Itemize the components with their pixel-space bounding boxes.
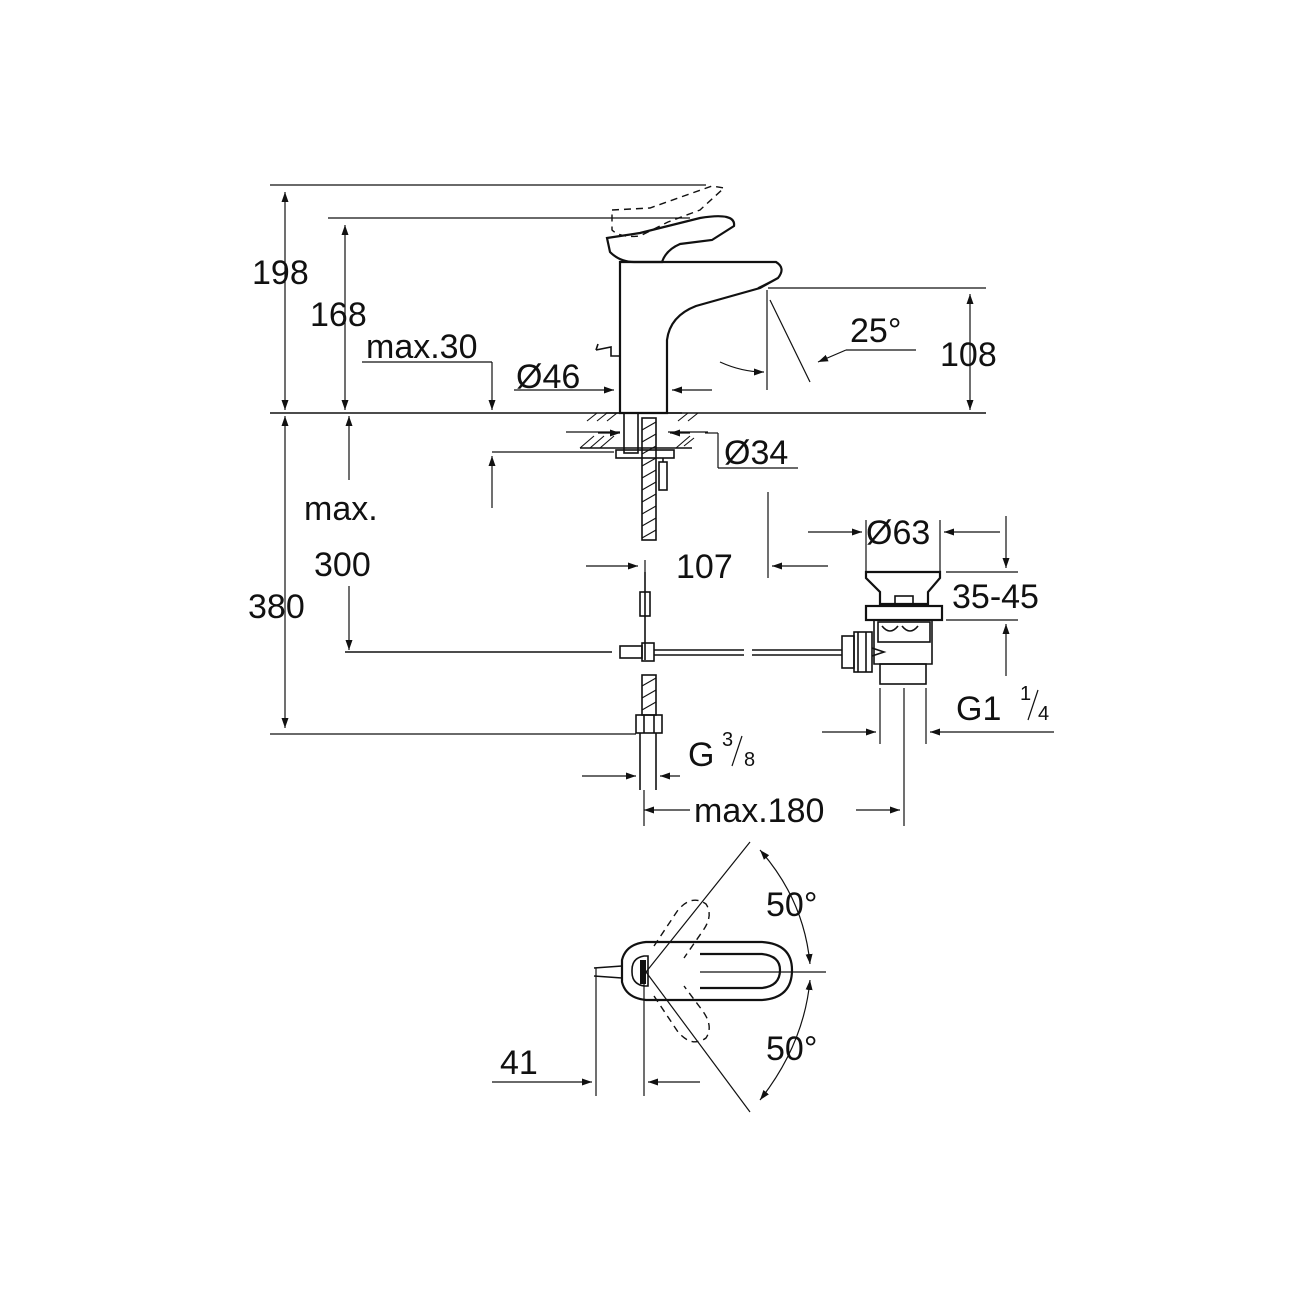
label-g114-num: 1 bbox=[1020, 683, 1031, 705]
label-g38-num: 3 bbox=[722, 729, 733, 751]
pop-up-waste bbox=[841, 570, 944, 685]
label-168: 168 bbox=[310, 296, 367, 334]
label-g38: G bbox=[688, 736, 714, 774]
label-d63: Ø63 bbox=[866, 514, 930, 552]
label-max30: max.30 bbox=[366, 328, 478, 366]
label-35-45: 35-45 bbox=[952, 578, 1039, 616]
label-d46: Ø46 bbox=[516, 358, 580, 396]
label-angle50-top: 50° bbox=[766, 886, 817, 924]
label-g114: G1 bbox=[956, 690, 1001, 728]
label-d34: Ø34 bbox=[724, 434, 788, 472]
dimension-lines bbox=[270, 184, 1054, 826]
label-198: 198 bbox=[252, 254, 309, 292]
dimension-labels: 198 168 max.30 Ø46 25° 108 Ø34 max. 300 … bbox=[248, 254, 1049, 1082]
label-108: 108 bbox=[940, 336, 997, 374]
faucet-side-view bbox=[595, 185, 783, 415]
label-g38-den: 8 bbox=[744, 749, 755, 771]
faucet-top-view bbox=[492, 841, 826, 1113]
label-max: max. bbox=[304, 490, 378, 528]
label-380: 380 bbox=[248, 588, 305, 626]
pop-up-linkage bbox=[345, 572, 842, 790]
label-300: 300 bbox=[314, 546, 371, 584]
label-angle25: 25° bbox=[850, 312, 901, 350]
label-angle50-bottom: 50° bbox=[766, 1030, 817, 1068]
g114-fraction-slash bbox=[1027, 689, 1039, 721]
label-107: 107 bbox=[676, 548, 733, 586]
label-g114-den: 4 bbox=[1038, 703, 1049, 725]
label-41: 41 bbox=[500, 1044, 538, 1082]
counter-top bbox=[270, 412, 986, 541]
g38-fraction-slash bbox=[731, 735, 743, 767]
label-max180: max.180 bbox=[694, 792, 824, 830]
